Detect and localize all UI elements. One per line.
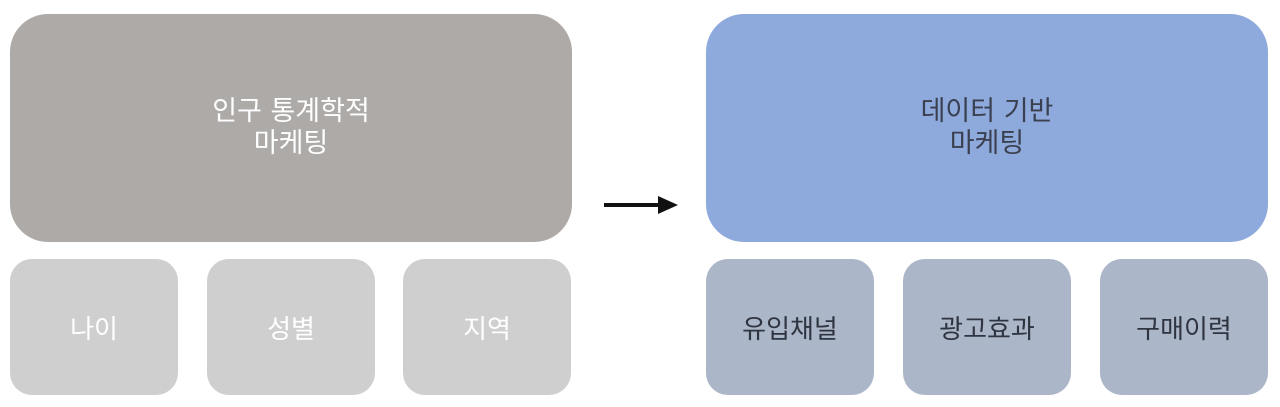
age-label: 나이 [70, 314, 118, 345]
right-arrow-icon [604, 196, 678, 214]
ad-effectiveness-box: 광고효과 [903, 259, 1071, 395]
age-box: 나이 [10, 259, 178, 395]
data-driven-marketing-box: 데이터 기반 마케팅 [706, 14, 1268, 242]
arrow-head [658, 196, 678, 214]
ad-effectiveness-label: 광고효과 [939, 314, 1035, 345]
region-label: 지역 [463, 314, 511, 345]
gender-label: 성별 [267, 314, 315, 345]
acquisition-channel-label: 유입채널 [742, 314, 838, 345]
demographic-marketing-title-line1: 인구 통계학적 [212, 96, 370, 127]
region-box: 지역 [403, 259, 571, 395]
data-driven-marketing-title-line1: 데이터 기반 [920, 96, 1054, 127]
purchase-history-box: 구매이력 [1100, 259, 1268, 395]
demographic-marketing-box: 인구 통계학적 마케팅 [10, 14, 572, 242]
acquisition-channel-box: 유입채널 [706, 259, 874, 395]
purchase-history-label: 구매이력 [1136, 314, 1232, 345]
data-driven-marketing-title-line2: 마케팅 [949, 128, 1025, 159]
demographic-marketing-title-line2: 마케팅 [253, 128, 329, 159]
gender-box: 성별 [207, 259, 375, 395]
